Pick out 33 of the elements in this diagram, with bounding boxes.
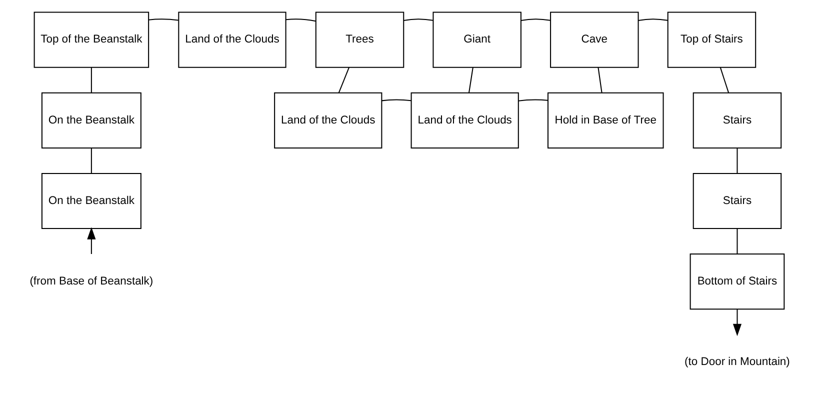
node-box: Bottom of Stairs (690, 254, 785, 310)
node-text: (to Door in Mountain) (684, 356, 790, 368)
node-text: (from Base of Beanstalk) (30, 275, 154, 288)
arrow (87, 227, 96, 254)
node-box: Giant (432, 12, 522, 68)
node-box: Cave (550, 12, 639, 68)
connector (90, 67, 92, 93)
arrow (732, 309, 742, 336)
connector (404, 18, 434, 21)
node-box: On the Beanstalk (41, 92, 142, 148)
node-box: On the Beanstalk (41, 172, 142, 230)
connector (90, 148, 92, 174)
connector (518, 99, 548, 102)
connector (520, 18, 550, 21)
connector (638, 18, 668, 21)
node-box: Top of the Beanstalk (34, 12, 150, 68)
node-box: Trees (315, 12, 404, 68)
node-box: Land of the Clouds (178, 12, 286, 68)
connector (720, 67, 730, 93)
node-box: Hold in Base of Tree (547, 92, 664, 148)
node-box: Stairs (692, 92, 782, 148)
connector (382, 99, 412, 102)
connector (286, 18, 316, 22)
connector (468, 67, 474, 93)
node-box: Land of the Clouds (410, 92, 519, 148)
connector (598, 67, 602, 93)
connector (148, 18, 178, 21)
connector (338, 67, 350, 93)
node-box: Land of the Clouds (274, 92, 382, 148)
connector (736, 148, 738, 174)
connector (736, 228, 738, 254)
node-box: Stairs (692, 172, 782, 230)
node-box: Top of Stairs (667, 12, 756, 68)
